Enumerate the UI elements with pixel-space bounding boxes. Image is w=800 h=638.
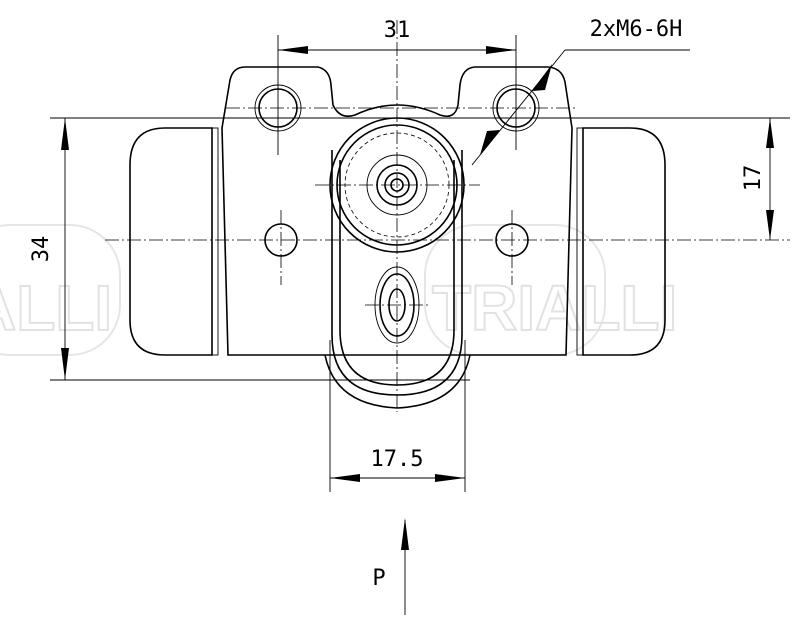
dimension-17-5-label: 17.5 [371,447,424,472]
thread-callout-label: 2xM6-6H [590,17,683,42]
right-seal [576,127,584,356]
dimension-17-5: 17.5 [329,340,466,492]
svg-text:ALLI: ALLI [0,272,112,344]
bleeder-slot-inner [339,160,455,386]
dimension-17: 17 [741,118,774,240]
dimension-17-label: 17 [741,165,766,192]
right-piston-cap [582,127,666,356]
dimension-31-label: 31 [384,18,411,43]
watermark-right: TRIALLI [424,224,678,356]
left-seal [211,127,219,356]
dimension-34-label: 34 [29,236,54,263]
dimension-34: 34 [29,117,790,381]
left-piston-cap [129,127,213,356]
pressure-arrow-label: P [372,566,385,591]
dimension-31: 31 [277,18,517,155]
pressure-arrow: P [372,518,409,615]
boss-lower-edge [324,354,471,409]
watermark-left: ALLI [0,224,121,356]
bleeder-slot-outer [331,150,463,396]
svg-text:TRIALLI: TRIALLI [432,272,677,344]
thread-callout: 2xM6-6H [471,17,690,166]
cylinder-body [221,66,573,356]
